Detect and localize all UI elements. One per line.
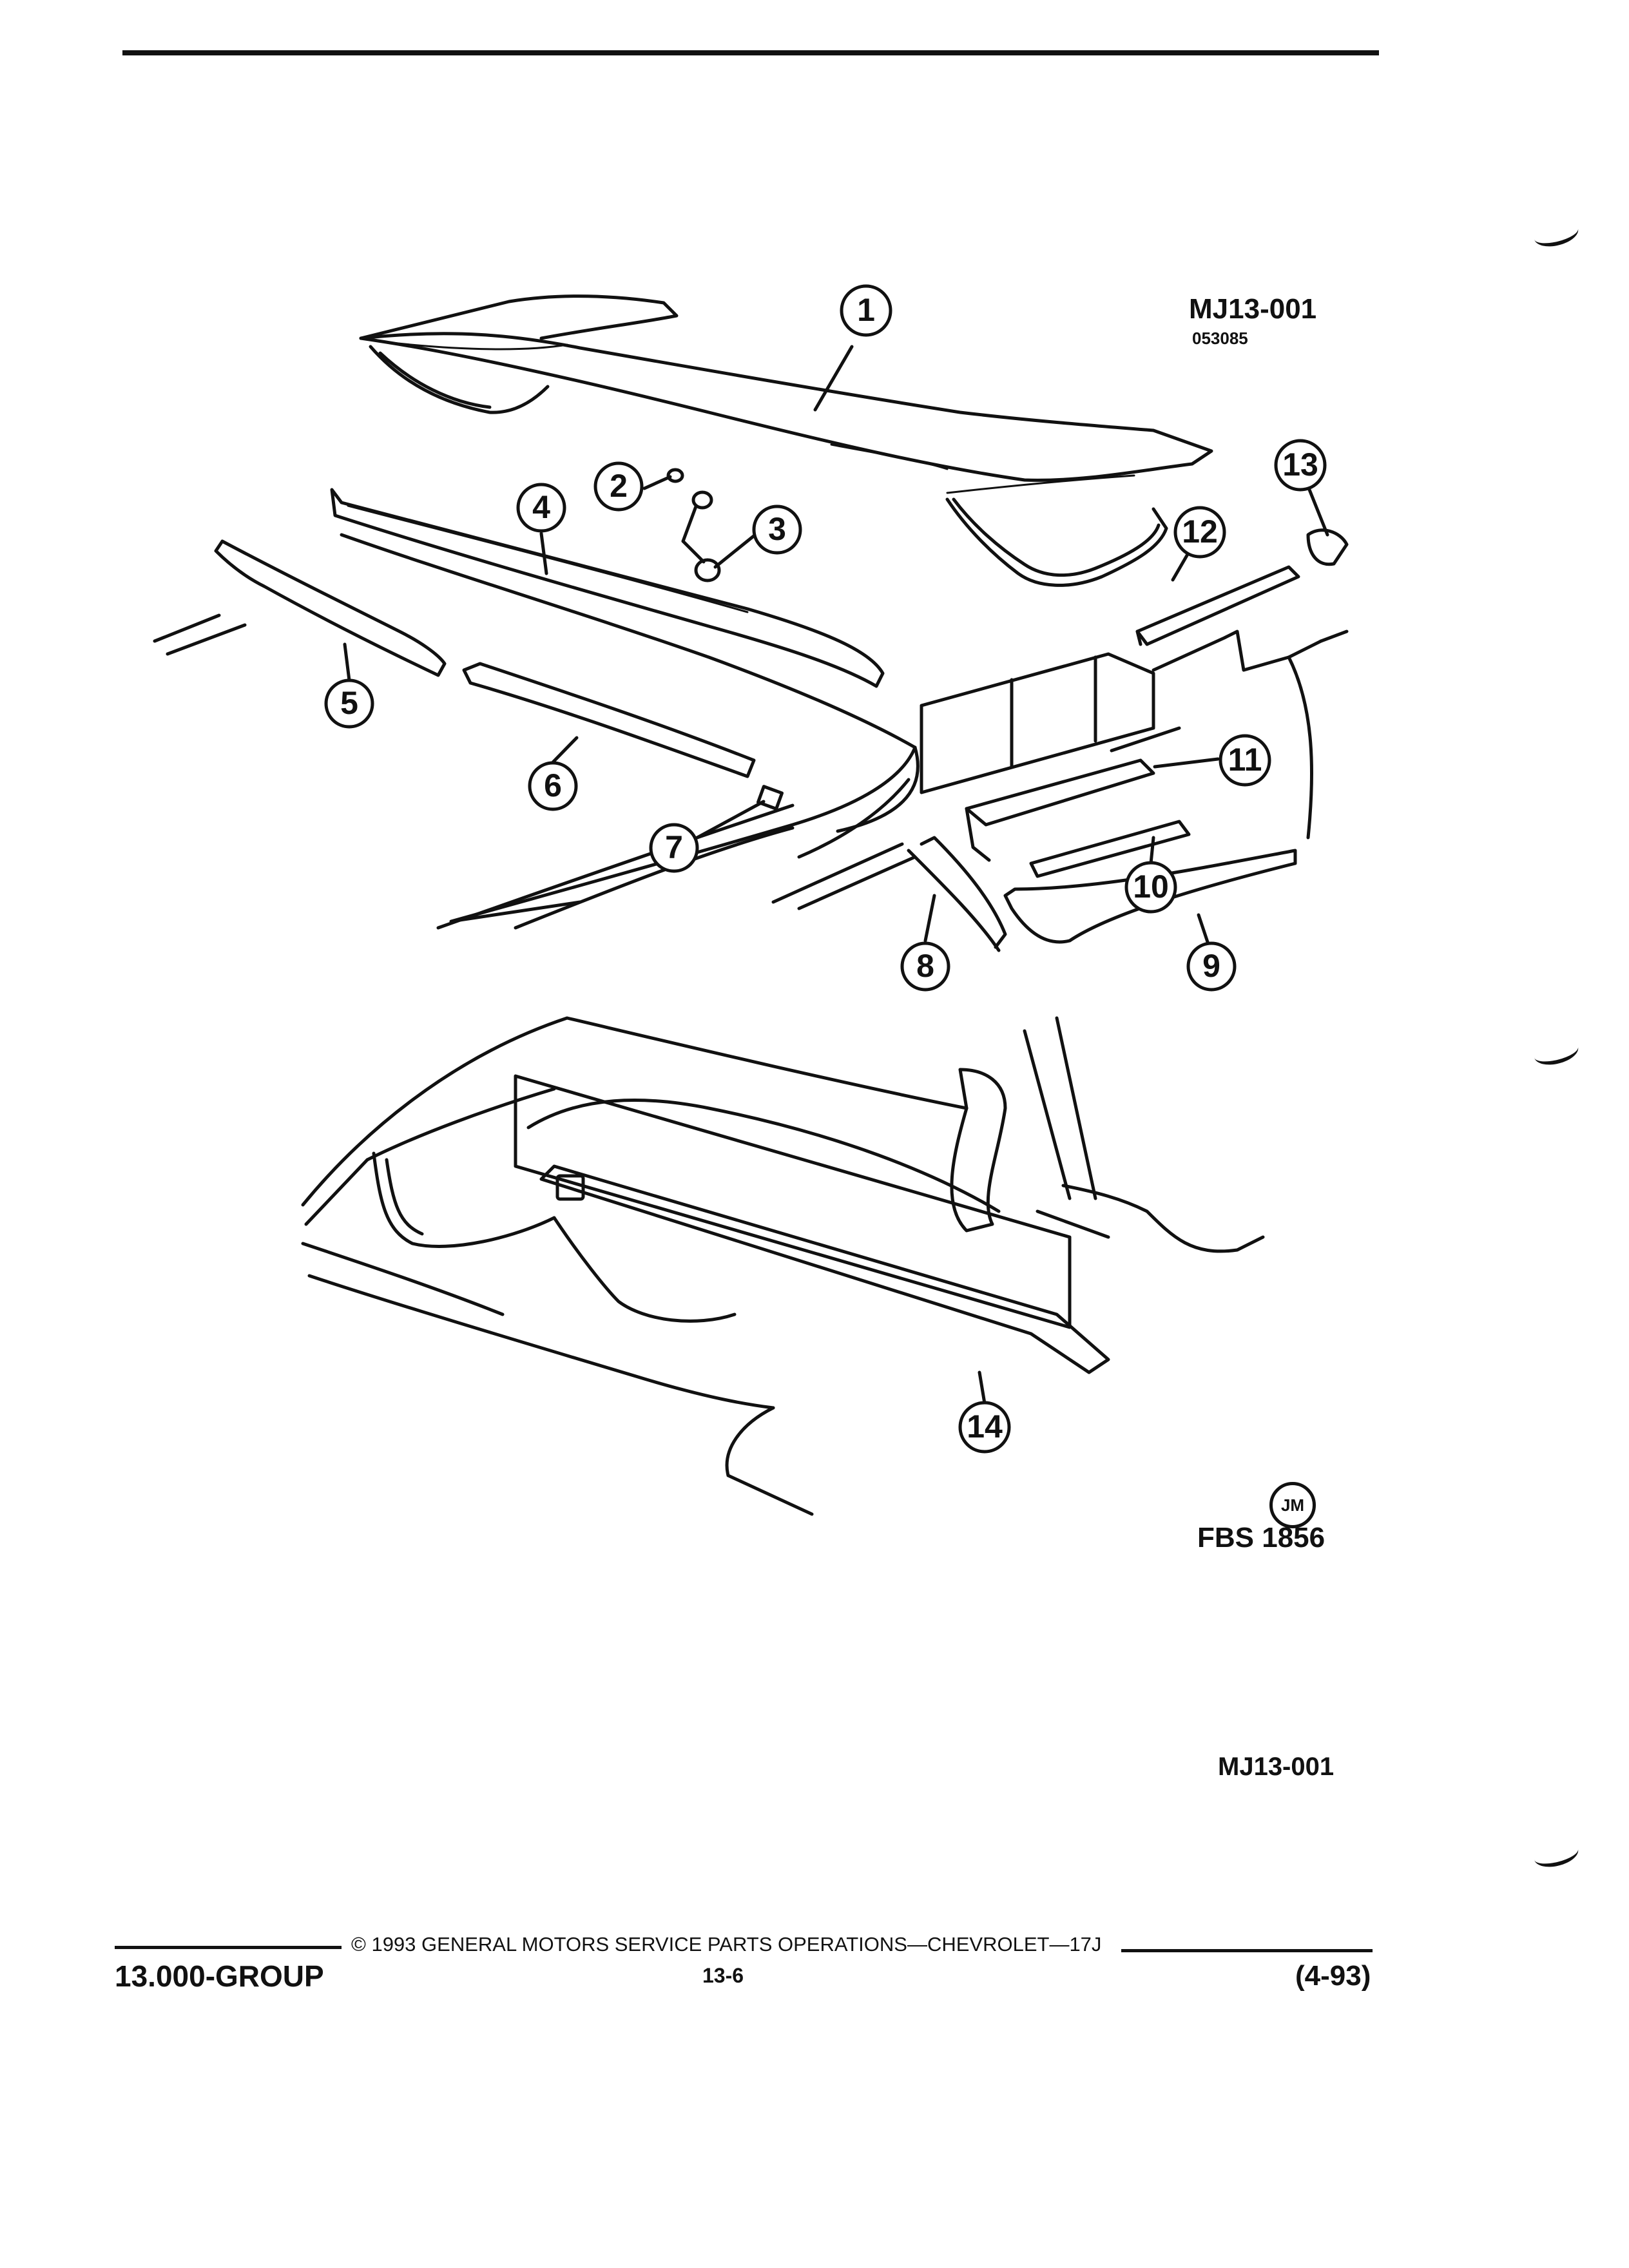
svg-text:7: 7 bbox=[665, 829, 683, 865]
svg-text:3: 3 bbox=[768, 511, 786, 547]
rear-spoiler bbox=[359, 294, 1213, 587]
svg-text:8: 8 bbox=[916, 948, 934, 984]
callout-10: 10 bbox=[1124, 861, 1177, 914]
footer-copy-rule bbox=[1121, 1949, 1373, 1952]
svg-text:9: 9 bbox=[1202, 948, 1220, 984]
leader-lines bbox=[343, 345, 1329, 1405]
callout-2: 2 bbox=[593, 461, 644, 512]
callout-3: 3 bbox=[752, 505, 802, 555]
fbs-reference: FBS 1856 bbox=[1197, 1522, 1325, 1553]
footer-group-rule bbox=[115, 1946, 342, 1949]
footer-copyright: © 1993 GENERAL MOTORS SERVICE PARTS OPER… bbox=[351, 1933, 1102, 1956]
upper-trim-strip bbox=[330, 488, 885, 688]
callout-13: 13 bbox=[1274, 439, 1327, 492]
svg-text:6: 6 bbox=[544, 767, 562, 803]
figure-id: MJ13-001 bbox=[1189, 293, 1317, 325]
jm-mark: JM bbox=[1269, 1482, 1316, 1528]
svg-text:11: 11 bbox=[1228, 742, 1262, 778]
footer-page-number: 13-6 bbox=[702, 1964, 744, 1987]
svg-text:2: 2 bbox=[610, 468, 628, 504]
callout-8: 8 bbox=[900, 941, 950, 992]
callout-6: 6 bbox=[528, 761, 578, 811]
top-rule bbox=[122, 50, 1379, 55]
callout-1: 1 bbox=[840, 284, 892, 337]
figure-id-bottom: MJ13-001 bbox=[1218, 1753, 1335, 1781]
svg-text:1: 1 bbox=[857, 292, 875, 328]
callout-4: 4 bbox=[516, 483, 566, 533]
nut-and-bolt bbox=[666, 468, 721, 582]
svg-text:4: 4 bbox=[532, 489, 550, 525]
callout-14: 14 bbox=[958, 1401, 1011, 1454]
svg-text:13: 13 bbox=[1282, 447, 1318, 483]
callout-12: 12 bbox=[1173, 506, 1226, 559]
svg-text:10: 10 bbox=[1133, 869, 1169, 905]
callout-9: 9 bbox=[1186, 941, 1237, 992]
left-trim-strip bbox=[214, 539, 447, 677]
callout-7: 7 bbox=[649, 823, 699, 873]
footer-group: 13.000-GROUP bbox=[115, 1959, 324, 1993]
figure-sub-id: 053085 bbox=[1192, 329, 1248, 348]
quarter-panel-and-brackets bbox=[907, 528, 1349, 952]
deck-lid-outline bbox=[153, 533, 920, 930]
footer-date: (4-93) bbox=[1295, 1960, 1371, 1992]
callout-11: 11 bbox=[1219, 734, 1271, 787]
callout-5: 5 bbox=[324, 678, 374, 729]
svg-text:12: 12 bbox=[1182, 514, 1218, 550]
trunk-view bbox=[301, 1016, 1265, 1516]
svg-text:5: 5 bbox=[340, 685, 358, 721]
center-trim-strip bbox=[462, 662, 756, 778]
end-cap bbox=[756, 785, 784, 811]
svg-text:14: 14 bbox=[967, 1408, 1003, 1445]
